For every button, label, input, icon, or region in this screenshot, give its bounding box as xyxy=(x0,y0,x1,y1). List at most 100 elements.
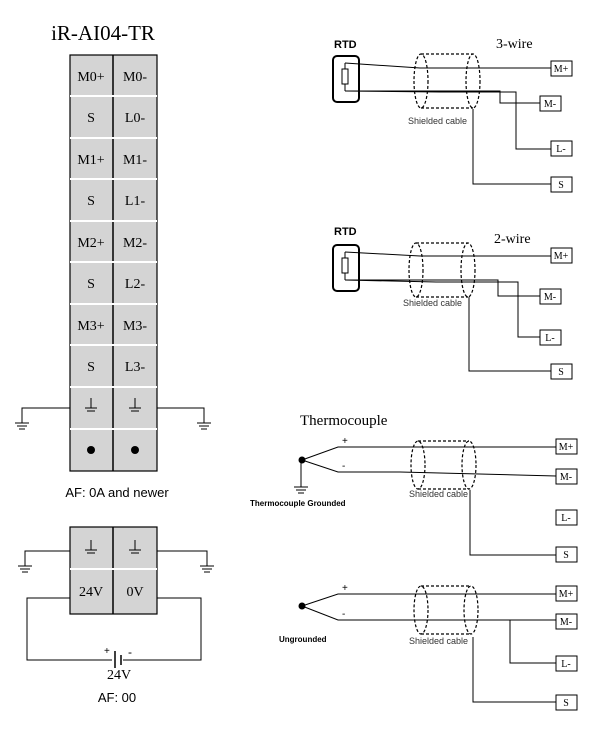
shielded-cable-icon xyxy=(413,585,479,635)
ground-icon xyxy=(129,398,141,412)
junction-dot-icon xyxy=(298,602,306,610)
terminal-box xyxy=(539,329,562,346)
battery-icon: + - xyxy=(104,645,132,659)
terminal-m0-plus: M0+ xyxy=(77,70,104,85)
rtd3-term-s: S xyxy=(558,180,564,191)
terminal-box xyxy=(555,438,578,455)
terminal-m1-minus: M1- xyxy=(123,153,147,168)
terminal-l2-minus: L2- xyxy=(125,277,146,292)
terminal-box xyxy=(550,60,573,77)
rtd-sensor-housing xyxy=(332,55,360,103)
ground-icon xyxy=(129,540,141,554)
rtd-2wire-mode-label: 2-wire xyxy=(494,232,531,247)
terminal-dot-icon xyxy=(131,446,139,454)
power-terminal-block: 24V 0V xyxy=(69,526,158,615)
shielded-cable-icon xyxy=(410,440,477,490)
rtd2-term-mplus: M+ xyxy=(554,251,569,262)
power-ground-wire-left xyxy=(18,550,70,573)
rtd-sensor-housing xyxy=(332,244,360,292)
tcg-term-mminus: M- xyxy=(560,472,572,483)
tcu-term-mminus: M- xyxy=(560,617,572,628)
tcg-term-mplus: M+ xyxy=(559,442,574,453)
af-old-label: AF: 00 xyxy=(98,690,136,705)
terminal-box xyxy=(555,655,578,672)
terminal-l1-minus: L1- xyxy=(125,194,146,209)
tc-grounded-cable-label: Shielded cable xyxy=(409,489,468,499)
rtd2-term-lminus: L- xyxy=(545,333,554,344)
terminal-l0-minus: L0- xyxy=(125,111,146,126)
rtd-3wire-cable-label: Shielded cable xyxy=(408,116,467,126)
battery-plus-label: + xyxy=(104,646,110,657)
terminal-box xyxy=(550,363,573,380)
terminal-s3: S xyxy=(87,360,95,375)
terminal-box xyxy=(539,288,562,305)
earth-ground-wire-left xyxy=(15,407,70,430)
power-terminal-0v: 0V xyxy=(126,585,143,600)
terminal-s2: S xyxy=(87,277,95,292)
terminal-s1: S xyxy=(87,194,95,209)
terminal-m0-minus: M0- xyxy=(123,70,147,85)
terminal-box xyxy=(550,176,573,193)
af-new-label: AF: 0A and newer xyxy=(65,485,169,500)
rtd2-term-mminus: M- xyxy=(544,292,556,303)
battery-voltage-label: 24V xyxy=(107,668,131,683)
terminal-box xyxy=(555,509,578,526)
battery-minus-label: - xyxy=(128,645,132,659)
rtd3-term-mplus: M+ xyxy=(554,64,569,75)
terminal-s0: S xyxy=(87,111,95,126)
rtd-3wire-diagram: RTD 3-wire Shielded cable M+ M- L- S xyxy=(332,37,573,193)
terminal-box xyxy=(550,247,573,264)
terminal-box xyxy=(555,546,578,563)
rtd-2wire-diagram: RTD 2-wire Shielded cable M+ M- L- S xyxy=(332,226,573,380)
tcu-term-s: S xyxy=(563,698,569,709)
terminal-box xyxy=(539,95,562,112)
earth-ground-wire-right xyxy=(157,407,211,430)
resistor-icon xyxy=(341,257,349,274)
tc-grounded-minus: - xyxy=(342,461,345,472)
power-ground-wire-right xyxy=(157,550,214,573)
power-terminal-24v: 24V xyxy=(79,585,103,600)
tcu-term-mplus: M+ xyxy=(559,589,574,600)
tcg-term-s: S xyxy=(563,550,569,561)
rtd3-term-lminus: L- xyxy=(556,144,565,155)
rtd-3wire-mode-label: 3-wire xyxy=(496,37,533,52)
tc-ungrounded-junction-label: Ungrounded xyxy=(279,635,327,644)
terminal-dot-icon xyxy=(87,446,95,454)
resistor-icon xyxy=(341,68,349,85)
terminal-m3-minus: M3- xyxy=(123,319,147,334)
thermocouple-title: Thermocouple xyxy=(300,413,388,429)
tc-grounded-plus: + xyxy=(342,436,348,447)
terminal-m1-plus: M1+ xyxy=(77,153,104,168)
terminal-block: M0+ M0- S L0- M1+ M1- S L1- M2+ M2- S L2… xyxy=(69,54,158,472)
thermocouple-grounded-diagram: Thermocouple + - Thermocouple Grounded S… xyxy=(250,413,578,563)
ground-icon xyxy=(85,540,97,554)
terminal-l3-minus: L3- xyxy=(125,360,146,375)
terminal-box xyxy=(555,694,578,711)
terminal-box xyxy=(555,613,578,630)
rtd2-term-s: S xyxy=(558,367,564,378)
tcg-term-lminus: L- xyxy=(561,513,570,524)
thermocouple-ungrounded-diagram: + - Ungrounded Shielded cable M+ M- L- S xyxy=(279,583,578,711)
junction-dot-icon xyxy=(298,456,306,464)
rtd-2wire-sensor-label: RTD xyxy=(334,226,357,238)
terminal-m2-plus: M2+ xyxy=(77,236,104,251)
power-supply-loop xyxy=(26,597,202,668)
tc-ungrounded-minus: - xyxy=(342,609,345,620)
rtd-2wire-cable-label: Shielded cable xyxy=(403,298,462,308)
rtd3-term-mminus: M- xyxy=(544,99,556,110)
module-title: iR-AI04-TR xyxy=(51,21,155,45)
terminal-m2-minus: M2- xyxy=(123,236,147,251)
rtd-3wire-sensor-label: RTD xyxy=(334,39,357,51)
terminal-box xyxy=(555,468,578,485)
tc-ungrounded-plus: + xyxy=(342,583,348,594)
shielded-cable-icon xyxy=(408,242,476,298)
terminal-box xyxy=(550,140,573,157)
tc-grounded-junction-label: Thermocouple Grounded xyxy=(250,499,346,508)
tcu-term-lminus: L- xyxy=(561,659,570,670)
shielded-cable-icon xyxy=(413,53,481,109)
terminal-m3-plus: M3+ xyxy=(77,319,104,334)
tc-ungrounded-cable-label: Shielded cable xyxy=(409,636,468,646)
ground-icon xyxy=(85,398,97,412)
terminal-box xyxy=(555,585,578,602)
